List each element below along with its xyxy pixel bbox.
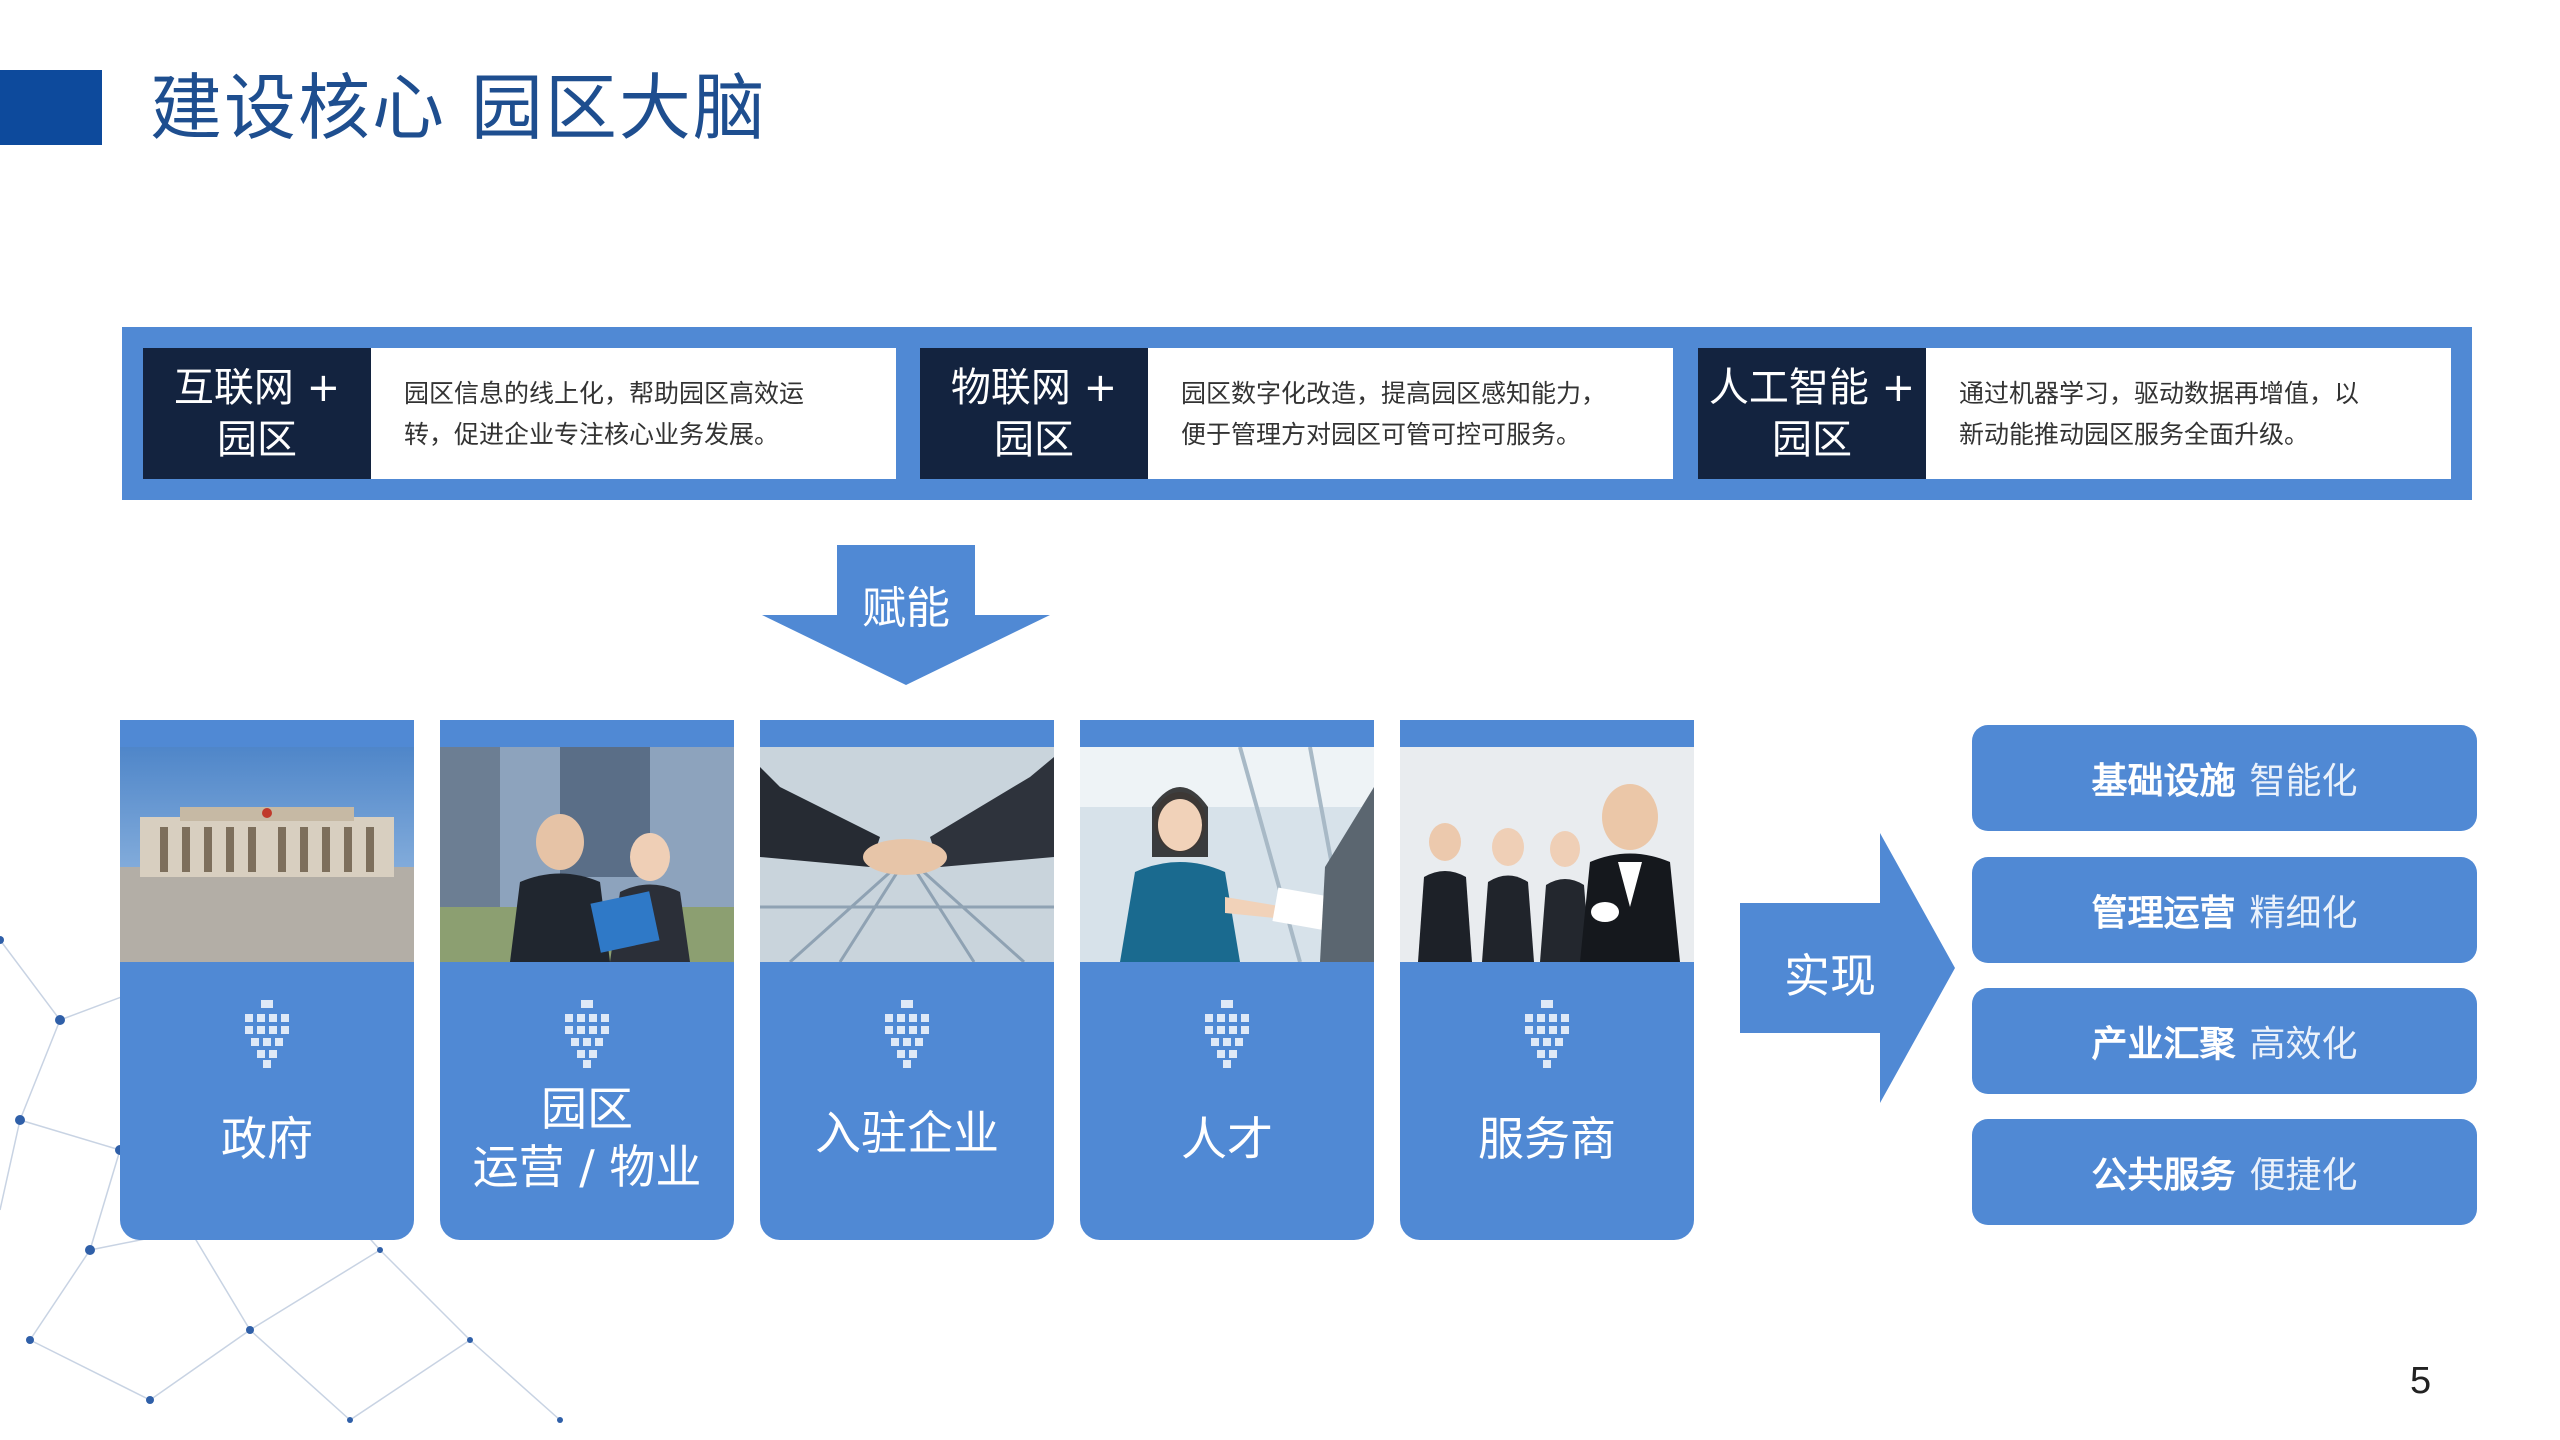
- stakeholder-label-line: 入驻企业: [815, 1106, 999, 1160]
- service-staff-photo: [1400, 747, 1694, 962]
- outcome-bold-text: 公共服务: [2091, 1155, 2236, 1196]
- stakeholder-label-line: 服务商: [1478, 1112, 1616, 1166]
- page-number: 5: [2410, 1360, 2432, 1402]
- arrow-down-icon: [1525, 1000, 1569, 1068]
- pillar-description: 通过机器学习，驱动数据再增值，以新动能推动园区服务全面升级。: [1926, 348, 2451, 479]
- pillar-title: 人工智能 + 园区: [1698, 348, 1926, 479]
- pillar-title-line: 园区: [993, 416, 1074, 463]
- realize-label: 实现: [1784, 949, 1876, 1003]
- handshake-photo: [760, 747, 1054, 962]
- stakeholder-label-line: 人才: [1181, 1112, 1273, 1166]
- stakeholder-card-government: 政府: [120, 720, 414, 1240]
- pillar-title: 物联网 + 园区: [920, 348, 1148, 479]
- pillar-desc-line: 便于管理方对园区可管可控可服务。: [1181, 419, 1582, 449]
- pillar-title-line: 园区: [1771, 416, 1852, 463]
- stakeholder-label-line: 园区: [541, 1082, 633, 1136]
- outcome-industry: 产业汇聚高效化: [1972, 988, 2477, 1094]
- empower-label: 赋能: [862, 583, 950, 634]
- government-building-photo: [120, 747, 414, 962]
- pillar-desc-line: 园区信息的线上化，帮助园区高效运: [404, 378, 805, 408]
- pillar-desc-line: 通过机器学习，驱动数据再增值，以: [1959, 378, 2360, 408]
- outcome-light-text: 高效化: [2249, 1024, 2358, 1065]
- empower-arrow-down: [762, 545, 1050, 685]
- title-accent-bar: [0, 70, 102, 145]
- pillar-title-line: 互联网 +: [173, 364, 341, 411]
- businesswoman-photo: [1080, 747, 1374, 962]
- outcome-light-text: 精细化: [2249, 893, 2358, 934]
- outcome-infrastructure: 基础设施智能化: [1972, 725, 2477, 831]
- pillar-desc-line: 新动能推动园区服务全面升级。: [1959, 419, 2310, 449]
- stakeholder-label-line: 政府: [221, 1112, 313, 1166]
- stakeholder-card-talent: 人才: [1080, 720, 1374, 1240]
- stakeholder-label: 园区运营 / 物业: [440, 1080, 734, 1196]
- outcome-bold-text: 基础设施: [2091, 761, 2236, 802]
- outcome-light-text: 便捷化: [2249, 1155, 2358, 1196]
- stakeholder-label-line: 运营 / 物业: [472, 1140, 702, 1194]
- outcome-public-service: 公共服务便捷化: [1972, 1119, 2477, 1225]
- stakeholder-card-park-operations: 园区运营 / 物业: [440, 720, 734, 1240]
- page-title: 建设核心 园区大脑: [150, 66, 767, 150]
- arrow-down-icon: [885, 1000, 929, 1068]
- outcome-management: 管理运营精细化: [1972, 857, 2477, 963]
- pillar-title-line: 人工智能 +: [1708, 364, 1916, 411]
- stakeholder-card-enterprises: 入驻企业: [760, 720, 1054, 1240]
- stakeholder-label: 服务商: [1400, 1110, 1694, 1168]
- outcome-light-text: 智能化: [2249, 761, 2358, 802]
- pillar-internet: 互联网 + 园区 园区信息的线上化，帮助园区高效运转，促进企业专注核心业务发展。: [143, 348, 896, 479]
- pillar-ai: 人工智能 + 园区 通过机器学习，驱动数据再增值，以新动能推动园区服务全面升级。: [1698, 348, 2451, 479]
- realize-arrow-right: [1740, 833, 1955, 1103]
- pillar-description: 园区数字化改造，提高园区感知能力， 便于管理方对园区可管可控可服务。: [1148, 348, 1673, 479]
- pillar-description: 园区信息的线上化，帮助园区高效运转，促进企业专注核心业务发展。: [371, 348, 896, 479]
- arrow-down-icon: [565, 1000, 609, 1068]
- pillar-title-line: 物联网 +: [950, 364, 1118, 411]
- outcome-bold-text: 产业汇聚: [2091, 1024, 2236, 1065]
- stakeholder-label: 人才: [1080, 1110, 1374, 1168]
- pillar-title-line: 园区: [216, 416, 297, 463]
- pillars-strip: 互联网 +园区 园区信息的线上化，帮助园区高效运转，促进企业专注核心业务发展。 …: [122, 327, 2472, 500]
- pillar-title: 互联网 + 园区: [143, 348, 371, 479]
- business-people-photo: [440, 747, 734, 962]
- stakeholder-label: 政府: [120, 1110, 414, 1168]
- pillar-desc-line: 转，促进企业专注核心业务发展。: [404, 419, 780, 449]
- outcome-bold-text: 管理运营: [2091, 893, 2236, 934]
- pillar-iot: 物联网 + 园区 园区数字化改造，提高园区感知能力， 便于管理方对园区可管可控可服务…: [920, 348, 1673, 479]
- stakeholder-card-service-providers: 服务商: [1400, 720, 1694, 1240]
- arrow-down-icon: [1205, 1000, 1249, 1068]
- pillar-desc-line: 园区数字化改造，提高园区感知能力，: [1181, 378, 1607, 408]
- stakeholder-label: 入驻企业: [760, 1104, 1054, 1162]
- arrow-down-icon: [245, 1000, 289, 1068]
